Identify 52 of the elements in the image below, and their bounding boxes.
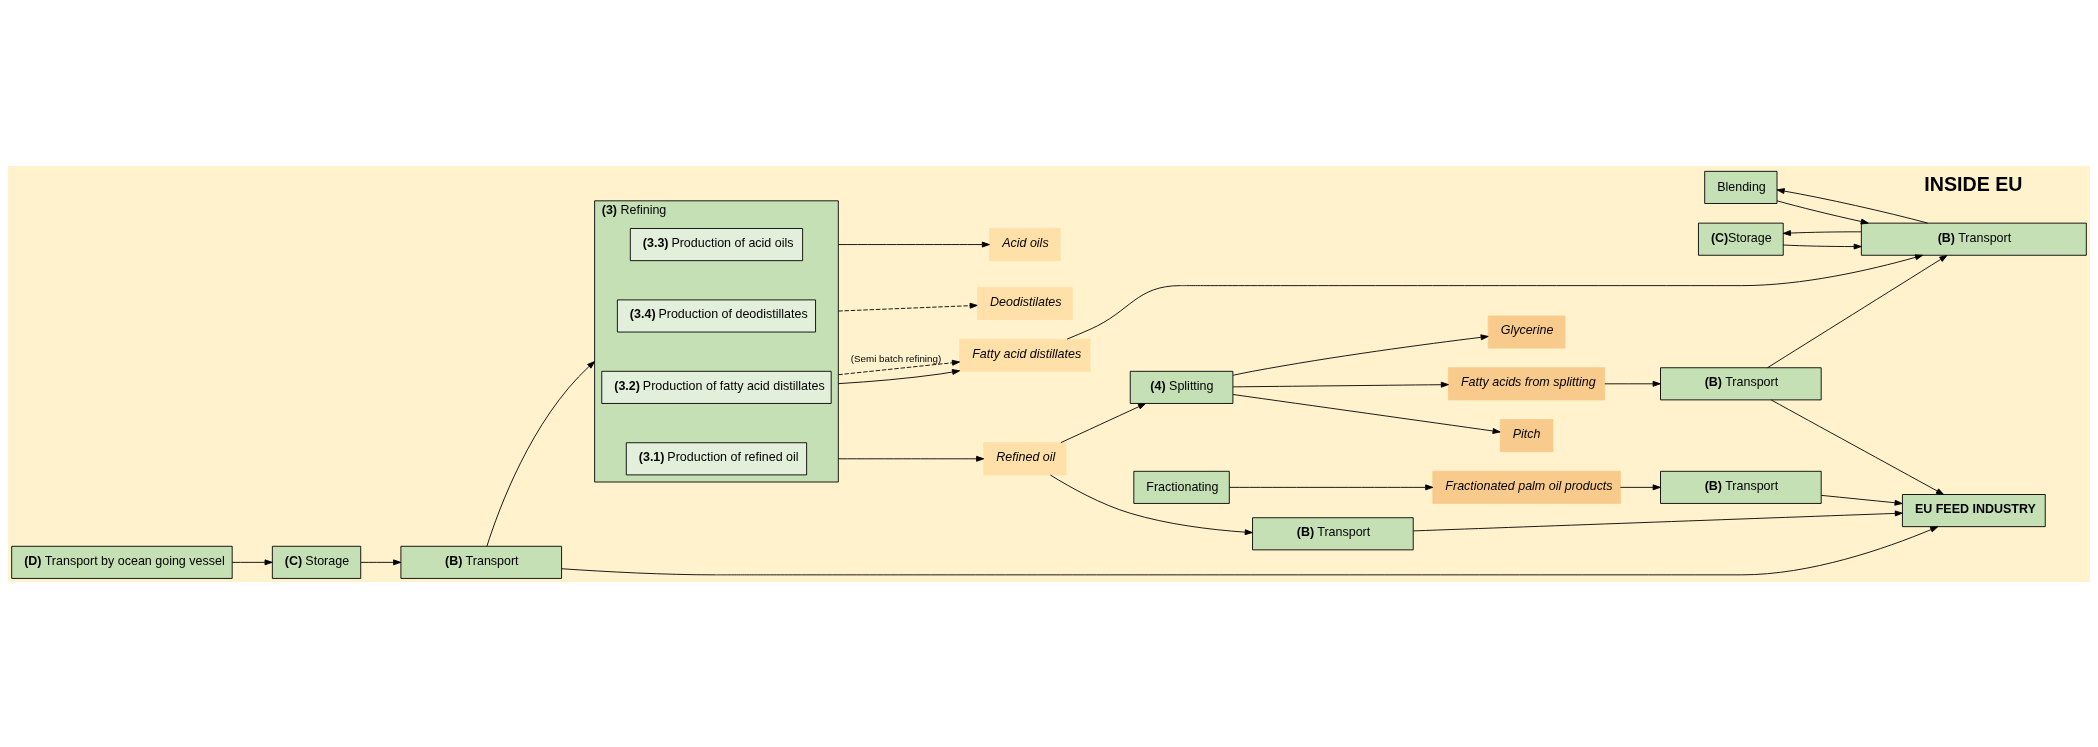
arrow [1770, 399, 1945, 495]
node-box: (B) Transport [400, 545, 563, 579]
node-box: (3.3) Production of acid oils [629, 227, 804, 261]
arrow [1782, 229, 1862, 236]
arrow [1066, 253, 1923, 340]
node-box: Deodistilates [977, 286, 1073, 320]
arrow [837, 455, 985, 462]
node-box: (B) Transport [1660, 366, 1822, 400]
node-box: (3.4) Production of deodistillates [616, 298, 816, 332]
arrow [1229, 483, 1434, 490]
node-box: (B) Transport [1660, 470, 1822, 504]
arrow [561, 525, 1939, 575]
arrow [837, 302, 978, 311]
node-box: (B) Transport [1252, 516, 1414, 550]
arrow [1060, 402, 1147, 443]
node-box: (B) Transport [1860, 222, 2087, 256]
node-box: (4) Splitting [1129, 370, 1234, 404]
arrow [837, 368, 961, 384]
arrow [1232, 393, 1501, 434]
arrow [837, 241, 990, 247]
node-box: (C) Storage [271, 545, 362, 579]
arrow [1776, 187, 1929, 223]
arrow [1604, 380, 1661, 387]
arrow [1767, 254, 1948, 368]
edge-label: (Semi batch refining) [850, 352, 942, 364]
arrow [1776, 199, 1869, 224]
arrow [1232, 333, 1489, 376]
node-box: Blending [1704, 170, 1778, 204]
node-box: (C)Storage [1698, 222, 1784, 256]
node-box: Fatty acid distillates [959, 338, 1091, 372]
node-box: Pitch [1499, 418, 1554, 452]
arrow [1413, 509, 1903, 531]
arrow [837, 359, 961, 375]
node-box: Refined oil [983, 441, 1067, 475]
arrow [1049, 474, 1253, 535]
node-box: Fractionating [1133, 470, 1230, 504]
node-box: Fractionated palm oil products [1432, 470, 1621, 504]
node-box: (3.2) Production of fatty acid distillates [601, 370, 832, 404]
node-box: Glycerine [1487, 315, 1566, 349]
arrow [231, 558, 273, 565]
label: INSIDE EU [1924, 172, 2023, 195]
node-box: EU FEED INDUSTRY [1901, 493, 2046, 527]
arrow [1782, 243, 1862, 249]
arrow [1619, 483, 1661, 490]
arrow [486, 360, 596, 546]
node-box: (3.1) Production of refined oil [625, 441, 808, 475]
node-box: (D) Transport by ocean going vessel [11, 545, 233, 579]
arrow [360, 558, 402, 565]
node-box: Acid oils [989, 227, 1061, 261]
arrow [1232, 381, 1449, 388]
node-box: Fatty acids from splitting [1448, 366, 1606, 400]
arrow [1820, 494, 1903, 506]
